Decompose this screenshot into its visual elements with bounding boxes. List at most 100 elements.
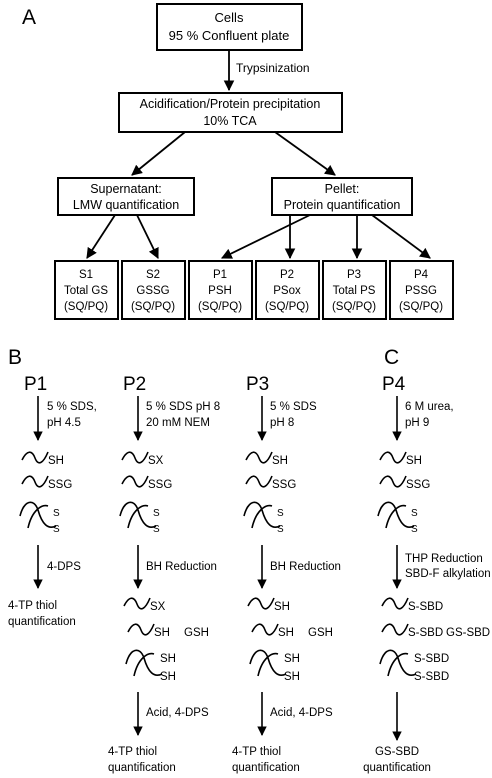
fraction-name: PSH (208, 285, 232, 297)
step-label: Acid, 4-DPS (270, 707, 333, 719)
protein-chain-icon (379, 451, 407, 464)
group-label: SSG (272, 479, 296, 491)
fraction-box-p1: P1 PSH (SQ/PQ) (188, 260, 253, 320)
group-label: SSG (48, 479, 72, 491)
workflow-title: P2 (123, 374, 146, 395)
workflow-title: P1 (24, 374, 47, 395)
fraction-name: Total PS (333, 285, 376, 297)
group-label: SH (284, 671, 300, 683)
cells-box-line1: Cells (215, 10, 244, 25)
fraction-method: (SQ/PQ) (64, 301, 108, 313)
fraction-box-s1: S1 Total GS (SQ/PQ) (54, 260, 119, 320)
reduced-loop-icon (125, 649, 163, 677)
output-line1: GS-SBD (375, 746, 419, 758)
sulfur-label: S (53, 508, 60, 519)
fraction-box-p3: P3 Total PS (SQ/PQ) (322, 260, 387, 320)
fraction-id: S2 (146, 269, 160, 281)
panel-label-c: C (384, 346, 399, 369)
supernatant-box (57, 177, 195, 216)
protein-chain-icon (123, 597, 151, 610)
pellet-box-line2: Protein quantification (284, 198, 401, 212)
condition-line2: pH 9 (405, 417, 429, 429)
sulfur-label: S (277, 524, 284, 535)
output-line2: quantification (232, 762, 300, 774)
output-line2: quantification (363, 762, 431, 774)
panel-label-a: A (22, 6, 36, 29)
step-label-b: SBD-F alkylation (405, 568, 491, 580)
sulfur-label: S (411, 508, 418, 519)
workflow-p3: P3 5 % SDS pH 8 SH SSG S S BH Reduction … (232, 374, 341, 774)
fraction-name: Total GS (64, 285, 108, 297)
pellet-box-line1: Pellet: (325, 182, 360, 196)
protein-chain-icon (381, 597, 409, 610)
pellet-box (271, 177, 413, 216)
group-label: SH (154, 627, 170, 639)
output-line2: quantification (108, 762, 176, 774)
group-label: S-SBD (408, 627, 443, 639)
group-label: SH (272, 455, 288, 467)
condition-line1: 5 % SDS pH 8 (146, 401, 220, 413)
sulfur-label: S (153, 524, 160, 535)
panel-label-b: B (8, 346, 22, 369)
group-label: SH (274, 601, 290, 613)
protein-chain-icon (121, 451, 149, 464)
group-label: SH (284, 653, 300, 665)
alkylated-loop-icon (379, 649, 417, 677)
tca-box (118, 92, 343, 133)
protein-chain-icon (251, 623, 279, 636)
gsh-label: GSH (184, 627, 209, 639)
gsh-label: GSH (308, 627, 333, 639)
sulfur-label: S (277, 508, 284, 519)
step-label: THP Reduction (405, 553, 483, 565)
supernatant-box-line2: LMW quantification (73, 198, 179, 212)
protein-chain-icon (21, 475, 49, 488)
group-label: S-SBD (408, 601, 443, 613)
disulfide-loop-icon (19, 501, 57, 529)
protein-chain-icon (245, 475, 273, 488)
fraction-method: (SQ/PQ) (332, 301, 376, 313)
fraction-method: (SQ/PQ) (265, 301, 309, 313)
condition-line1: 5 % SDS (270, 401, 317, 413)
group-label: S-SBD (414, 653, 449, 665)
cells-box-line2: 95 % Confluent plate (169, 28, 290, 43)
sulfur-label: S (53, 524, 60, 535)
group-label: SH (160, 653, 176, 665)
sulfur-label: S (153, 508, 160, 519)
output-line1: 4-TP thiol (232, 746, 281, 758)
group-label: SH (160, 671, 176, 683)
protein-chain-icon (381, 623, 409, 636)
disulfide-loop-icon (243, 501, 281, 529)
cells-box (156, 3, 303, 51)
fraction-box-s2: S2 GSSG (SQ/PQ) (121, 260, 186, 320)
arrow-to-pellet (274, 131, 336, 176)
protein-chain-icon (379, 475, 407, 488)
group-label: SH (48, 455, 64, 467)
fraction-id: P2 (280, 269, 294, 281)
arrow-to-s1 (86, 214, 116, 259)
reduced-loop-icon (249, 649, 287, 677)
fraction-id: P3 (347, 269, 361, 281)
condition-line2: pH 8 (270, 417, 294, 429)
arrow-to-supernatant (131, 131, 186, 176)
gs-sbd-label: GS-SBD (446, 627, 490, 639)
output-line1: 4-TP thiol (108, 746, 157, 758)
sulfur-label: S (411, 524, 418, 535)
group-label: S-SBD (414, 671, 449, 683)
fraction-name: GSSG (136, 285, 169, 297)
fraction-method: (SQ/PQ) (198, 301, 242, 313)
step-label: BH Reduction (270, 561, 341, 573)
tca-box-line2: 10% TCA (203, 114, 257, 128)
arrow-to-p4 (371, 214, 431, 259)
group-label: SSG (148, 479, 172, 491)
output-line1: 4-TP thiol (8, 600, 57, 612)
output-line2: quantification (8, 616, 76, 628)
disulfide-loop-icon (119, 501, 157, 529)
step-label: BH Reduction (146, 561, 217, 573)
protein-chain-icon (247, 597, 275, 610)
protein-chain-icon (245, 451, 273, 464)
workflow-title: P3 (246, 374, 269, 395)
group-label: SH (278, 627, 294, 639)
group-label: SSG (406, 479, 430, 491)
workflow-p2: P2 5 % SDS pH 8 20 mM NEM SX SSG S S BH … (108, 374, 220, 774)
